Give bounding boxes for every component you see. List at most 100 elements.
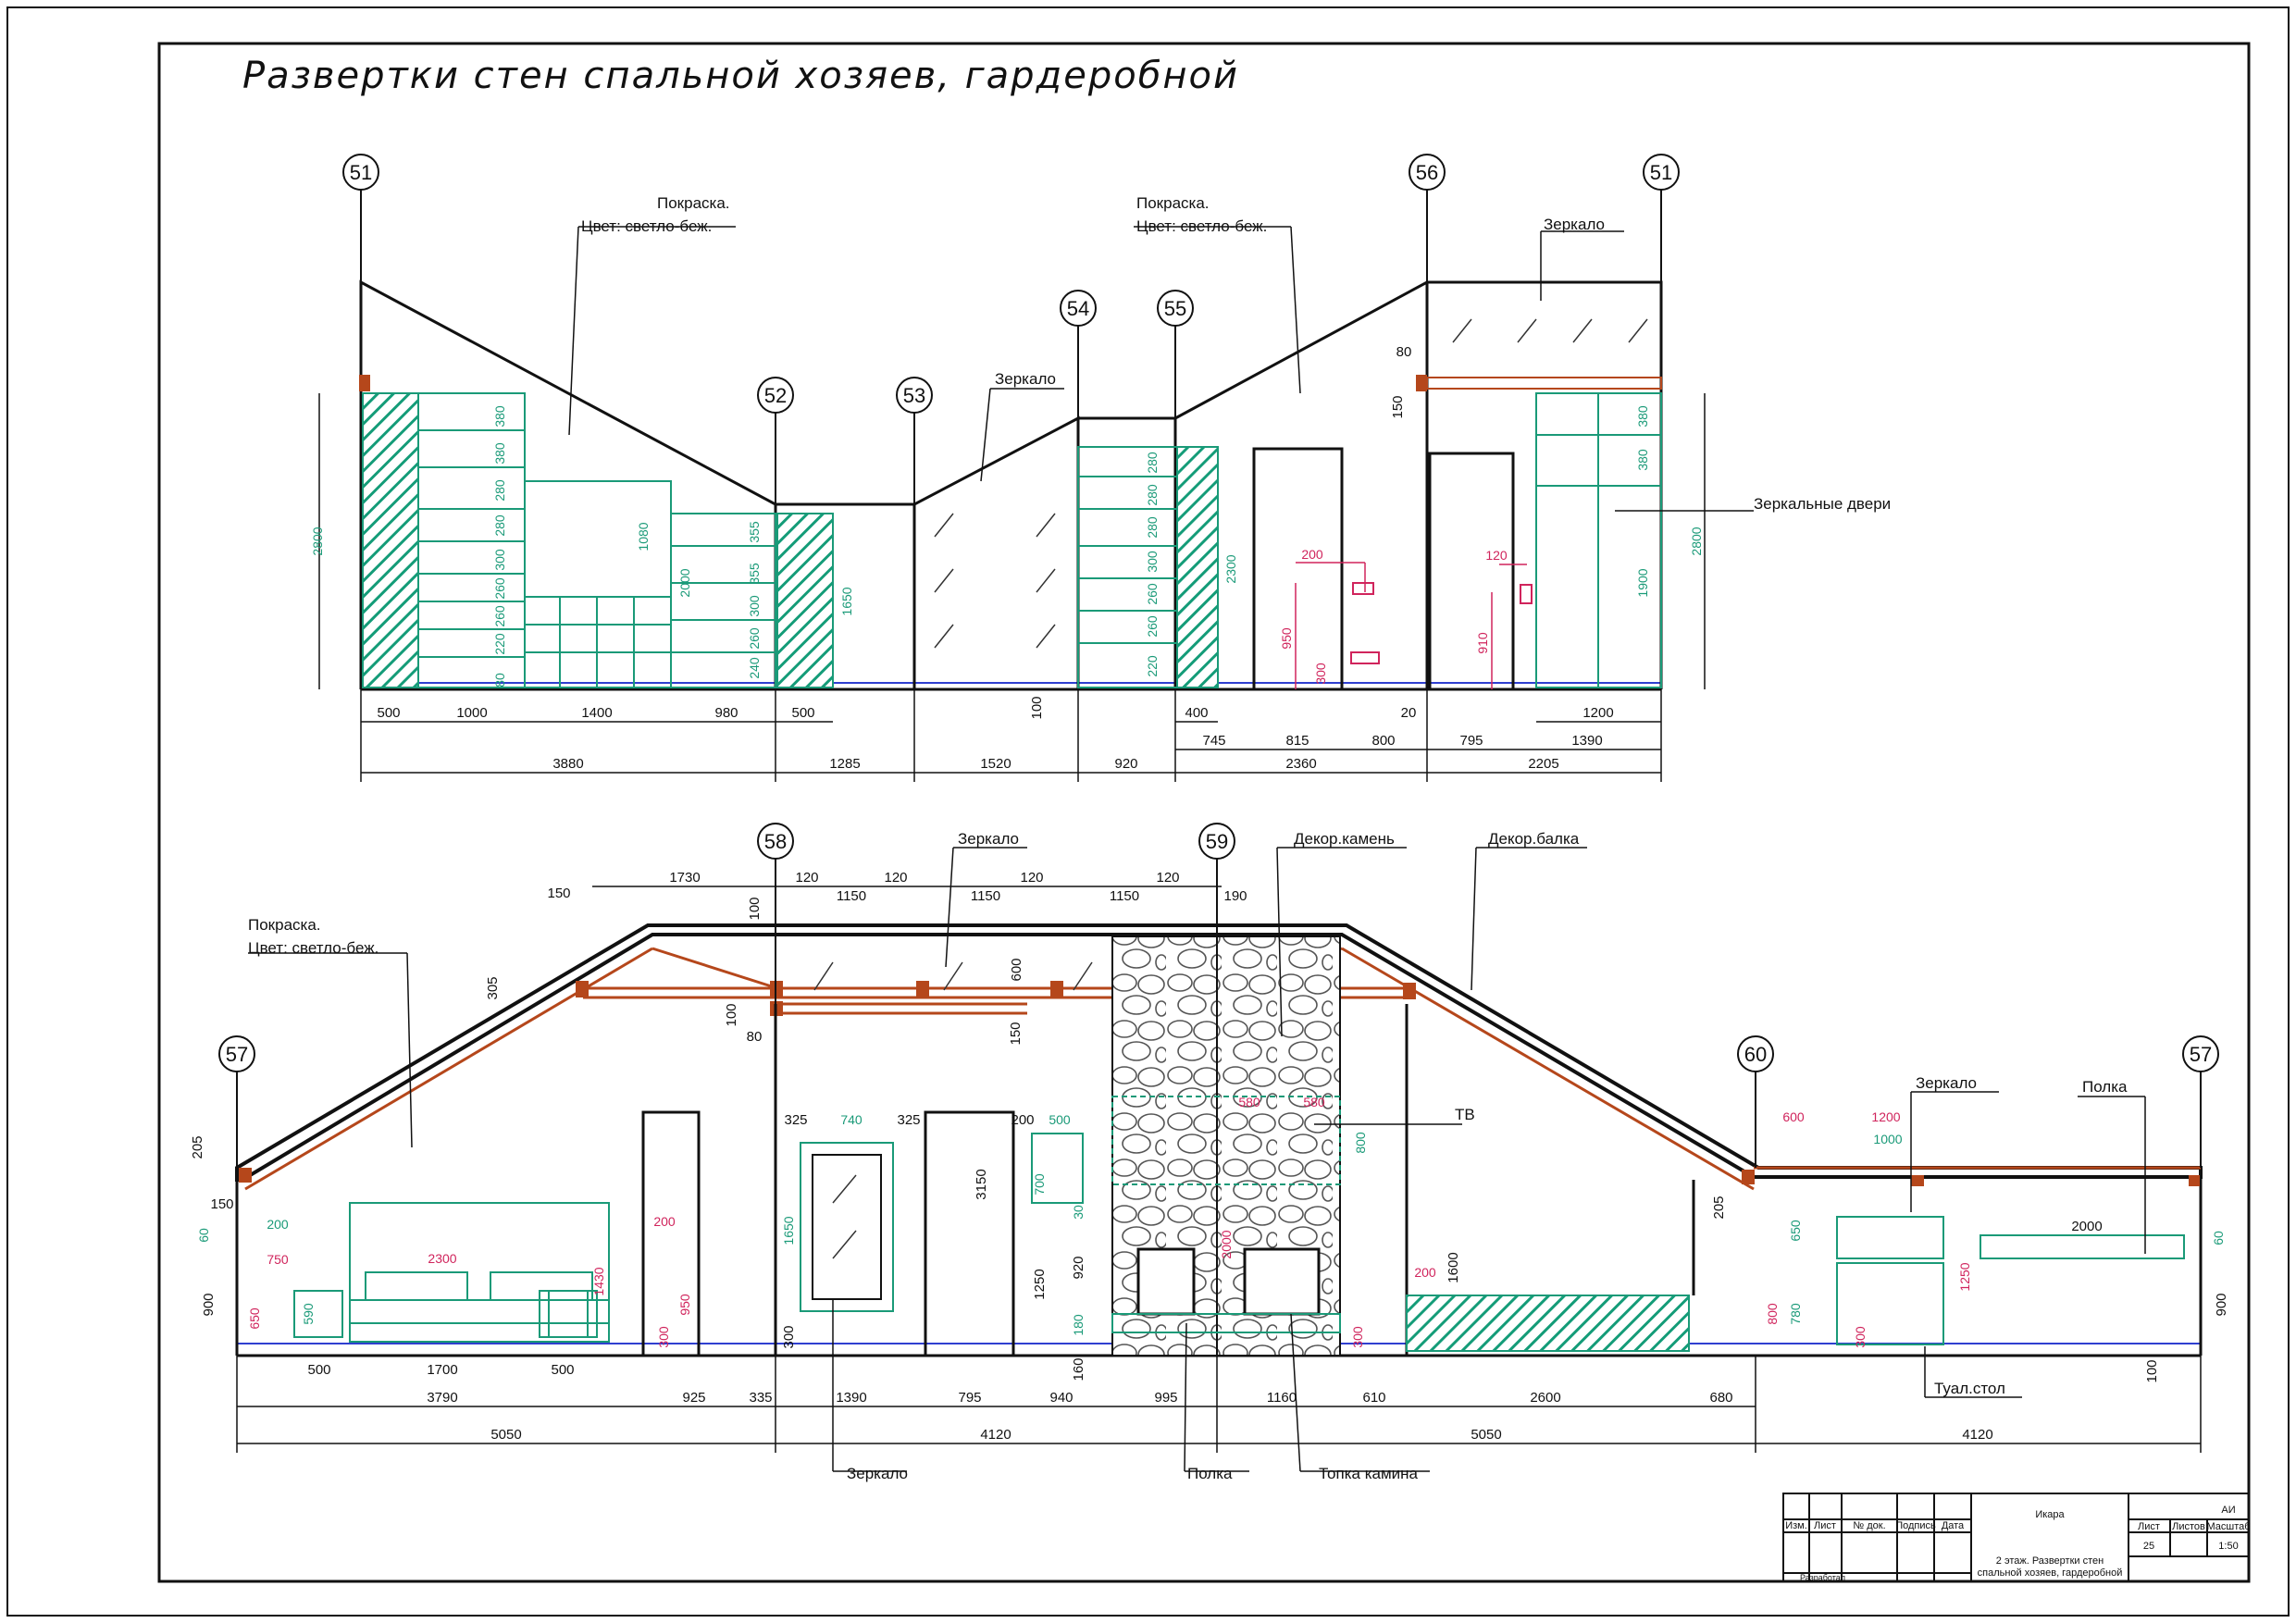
dim: 2000 <box>677 568 692 597</box>
wardrobe-right <box>1535 392 1662 688</box>
dim: 240 <box>747 657 762 679</box>
dim: 650 <box>247 1307 262 1330</box>
dim: 700 <box>1032 1173 1047 1196</box>
dim: 300 <box>1853 1326 1868 1348</box>
dim: 1520 <box>980 756 1011 772</box>
stamp-project: Икара <box>2035 1509 2065 1520</box>
dim: 260 <box>1145 583 1160 605</box>
tv-niche <box>1111 1096 1341 1185</box>
mirror-hatch-top <box>934 318 1648 649</box>
dim: 980 <box>714 705 738 721</box>
stamp-desc-2: спальной хозяев, гардеробной <box>1978 1567 2123 1579</box>
dim: 1150 <box>971 888 1000 904</box>
stamp-desc-1: 2 этаж. Развертки стен <box>1996 1555 2104 1567</box>
beam-top-right <box>1426 377 1662 390</box>
shelving-left <box>417 392 776 688</box>
dim: 205 <box>190 1135 205 1158</box>
dim: 80 <box>747 1029 763 1045</box>
stamp-col-sheets: Листов <box>2172 1521 2205 1532</box>
vanity-label: Туал.стол <box>1934 1380 2005 1397</box>
dim: 950 <box>1279 627 1294 650</box>
dim: 815 <box>1285 733 1309 749</box>
dim: 305 <box>485 976 501 999</box>
dim: 5050 <box>1471 1427 1501 1443</box>
dim: 220 <box>492 633 507 655</box>
dim: 20 <box>1401 705 1417 721</box>
dim: 80 <box>1396 344 1412 360</box>
dim: 795 <box>958 1390 981 1406</box>
dim: 205 <box>1711 1196 1727 1219</box>
axis-label: 58 <box>764 830 787 853</box>
dim: 1400 <box>581 705 612 721</box>
mirror-label-b2: Зеркало <box>1916 1074 1977 1092</box>
dim: 610 <box>1362 1390 1385 1406</box>
dim: 300 <box>1350 1326 1365 1348</box>
dim: 1430 <box>591 1267 606 1295</box>
dim: 280 <box>492 479 507 502</box>
dim: 200 <box>1301 547 1323 562</box>
dim: 925 <box>682 1390 705 1406</box>
dim: 300 <box>1313 663 1328 685</box>
dim: 3790 <box>427 1390 457 1406</box>
dim: 5050 <box>490 1427 521 1443</box>
dim: 300 <box>1145 551 1160 573</box>
dim: 120 <box>795 870 818 886</box>
dim: 995 <box>1154 1390 1177 1406</box>
stamp-h4: Подпись <box>1895 1520 1936 1531</box>
dim: 1600 <box>1446 1252 1461 1282</box>
mirror-label-b1: Зеркало <box>958 830 1019 848</box>
axis-label: 51 <box>350 161 372 184</box>
shelving-mid <box>1077 446 1178 688</box>
dim: 795 <box>1459 733 1483 749</box>
dim: 300 <box>656 1326 671 1348</box>
dim: 200 <box>1011 1112 1034 1128</box>
dim: 500 <box>307 1362 330 1378</box>
dim: 260 <box>1145 615 1160 638</box>
door-2 <box>1428 452 1515 691</box>
dim: 800 <box>1353 1132 1368 1154</box>
dim: 500 <box>791 705 814 721</box>
axis-label: 59 <box>1206 830 1228 853</box>
outer-frame <box>6 6 2290 1617</box>
dim: 680 <box>1709 1390 1732 1406</box>
shelf-label-r: Полка <box>2082 1078 2128 1096</box>
dim: 2000 <box>2071 1219 2102 1234</box>
dim: 380 <box>1635 449 1650 471</box>
dim: 1200 <box>1582 705 1613 721</box>
dim: 600 <box>1009 958 1024 981</box>
dim: 780 <box>1788 1303 1803 1325</box>
bottom-elevation: 57 58 59 60 57 Покр <box>190 823 2229 1482</box>
page-title: Развертки стен спальной хозяев, гардероб… <box>242 55 1239 97</box>
dim: 1250 <box>1957 1262 1972 1291</box>
stamp-dev: Разработал <box>1800 1573 1845 1582</box>
dim: 280 <box>1145 452 1160 474</box>
color-label-3: Цвет: светло-беж. <box>248 939 379 957</box>
door-3 <box>641 1110 701 1357</box>
dim: 750 <box>267 1252 289 1267</box>
axis-label: 60 <box>1744 1043 1767 1066</box>
bed <box>293 1202 610 1343</box>
inner-frame <box>157 42 2251 1583</box>
dim: 2300 <box>428 1251 456 1266</box>
hatched-panel-2 <box>776 513 834 688</box>
dim: 590 <box>301 1303 316 1325</box>
vanity <box>1836 1216 2185 1345</box>
dim: 940 <box>1049 1390 1073 1406</box>
dim: 745 <box>1202 733 1225 749</box>
dim: 1285 <box>829 756 860 772</box>
dim: 200 <box>1414 1265 1436 1280</box>
dim: 2800 <box>310 527 325 555</box>
title-block <box>1782 1493 2250 1582</box>
axes-bottom: 57 58 59 60 57 <box>218 823 2219 1168</box>
dim: 380 <box>492 405 507 427</box>
dim: 2205 <box>1528 756 1558 772</box>
dim: 380 <box>1635 405 1650 427</box>
mirror-tall <box>800 1142 894 1312</box>
axis-label: 52 <box>764 384 787 407</box>
dim: 500 <box>1049 1112 1071 1127</box>
decor-beam-label: Декор.балка <box>1488 830 1580 848</box>
dim: 950 <box>677 1294 692 1316</box>
dim: 1390 <box>1571 733 1602 749</box>
dim: 1700 <box>427 1362 457 1378</box>
dim: 355 <box>747 521 762 543</box>
